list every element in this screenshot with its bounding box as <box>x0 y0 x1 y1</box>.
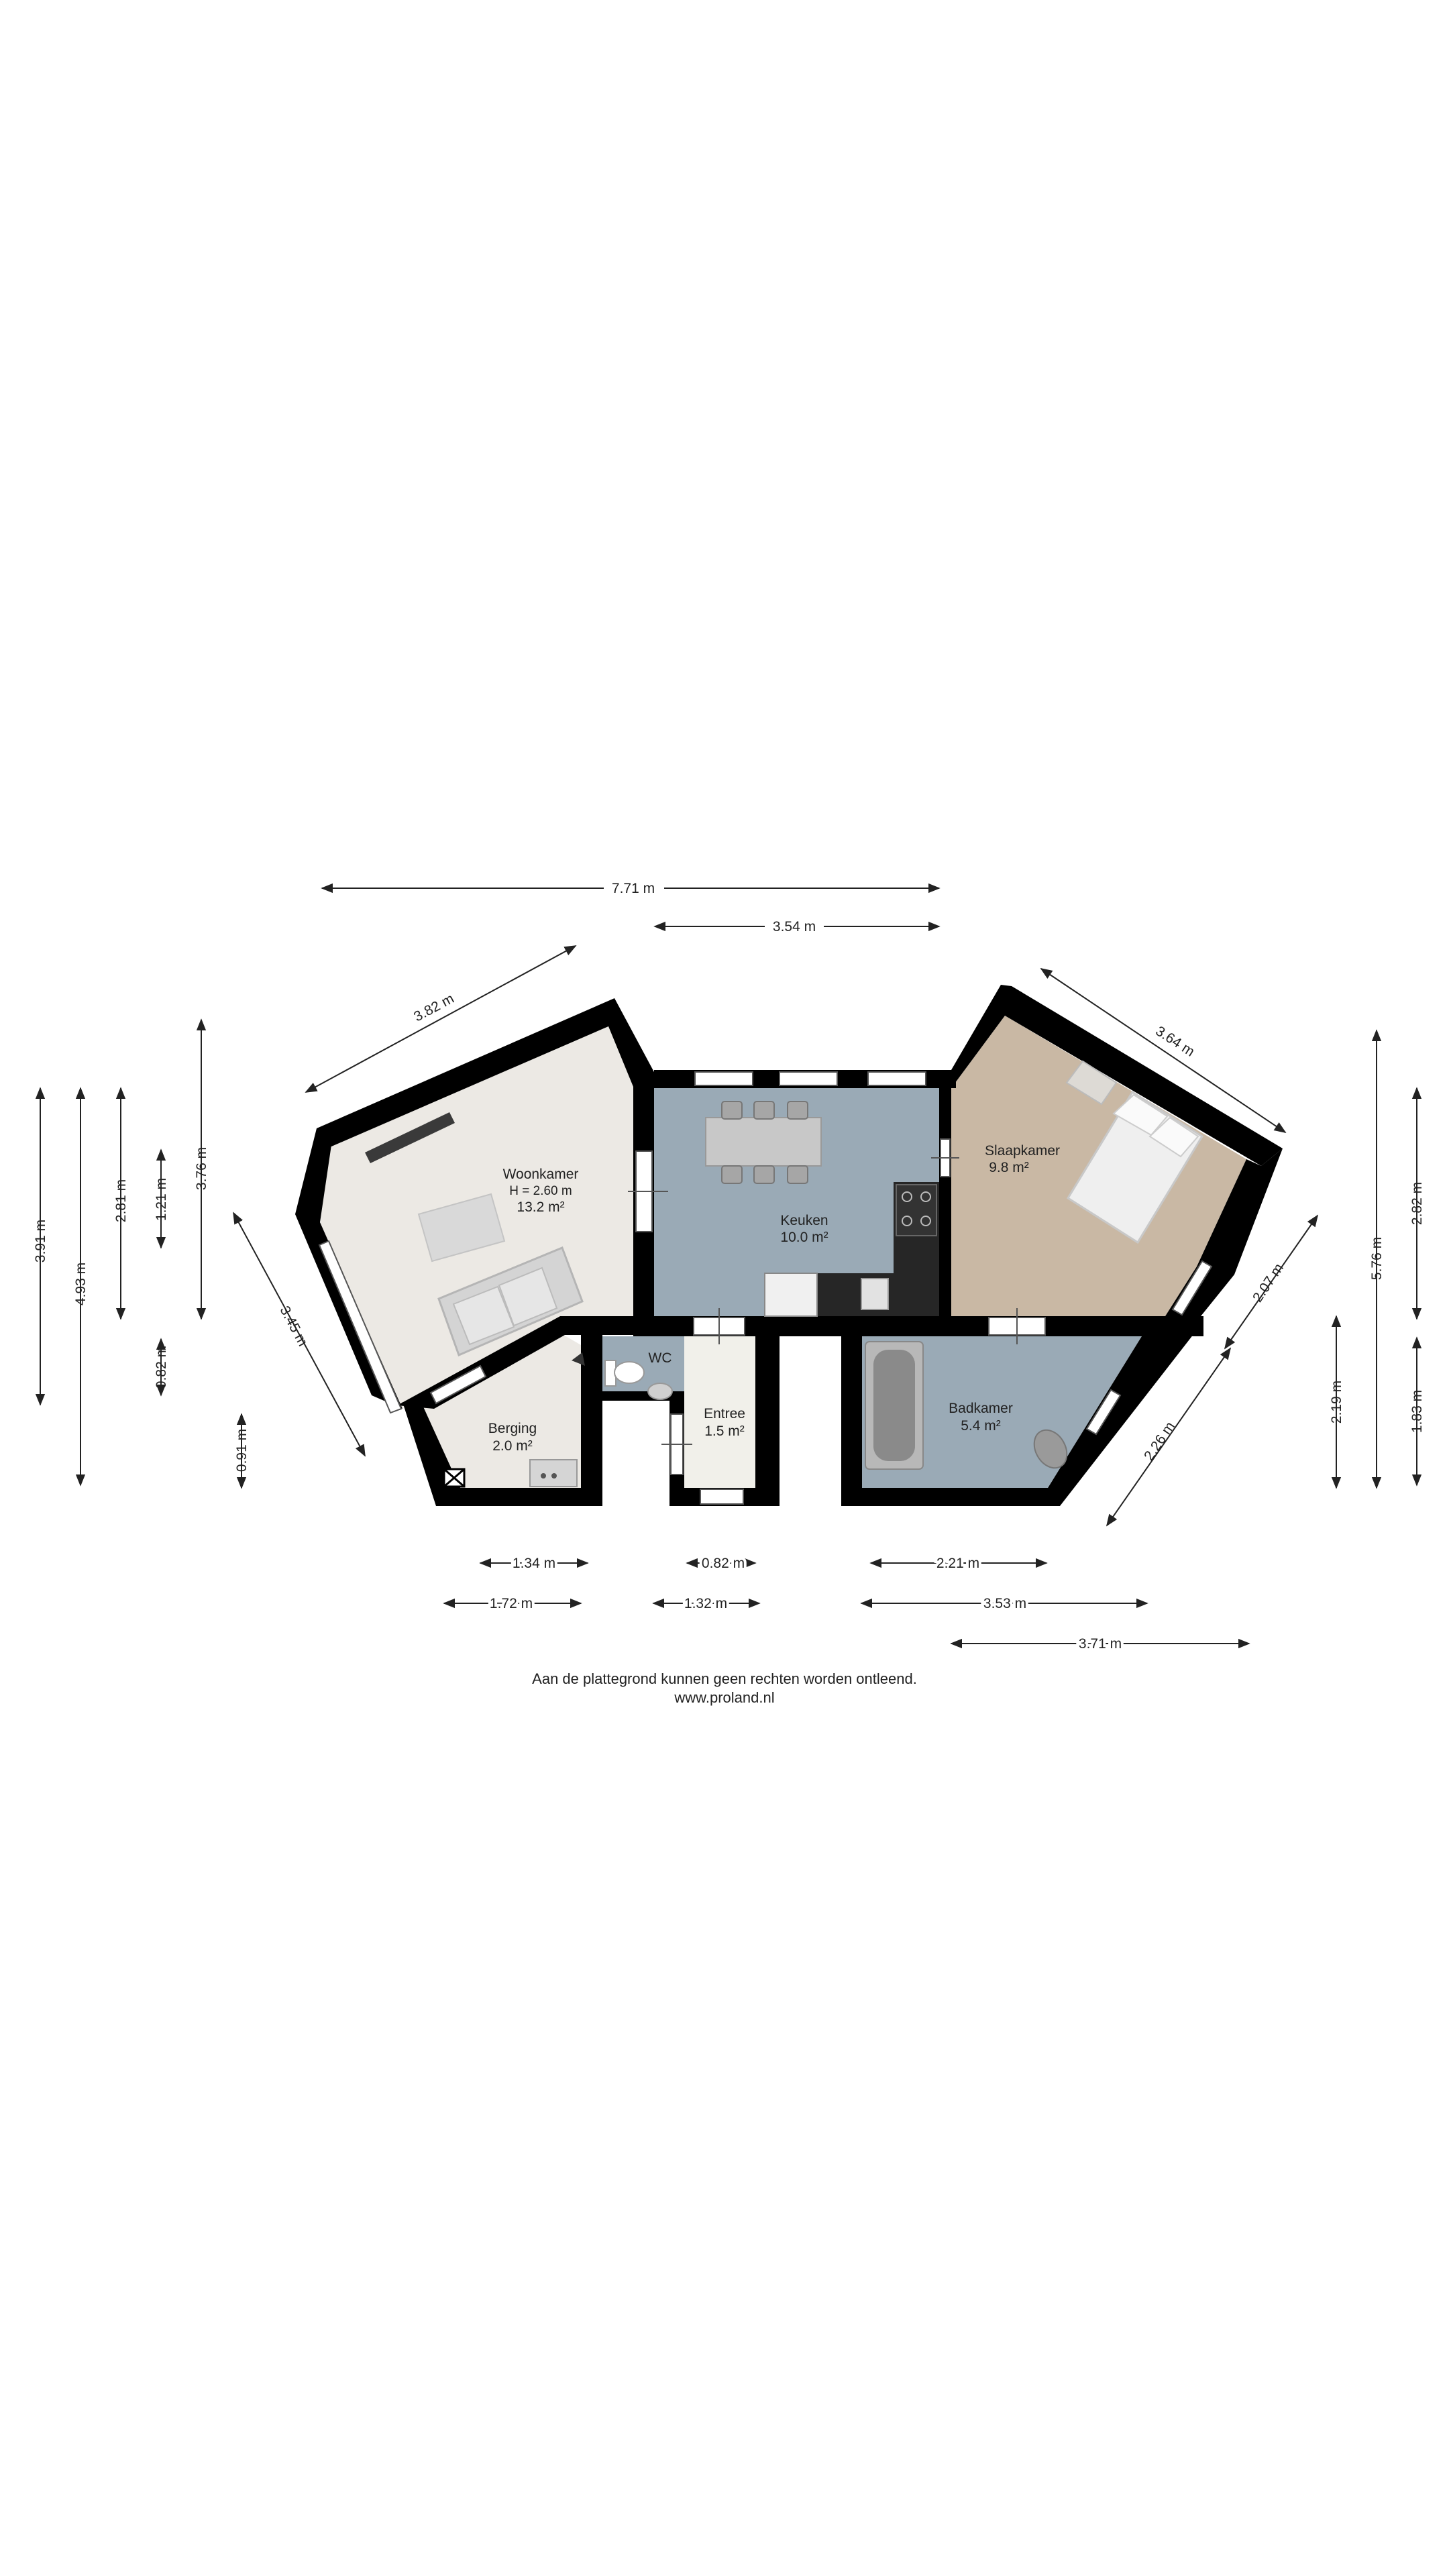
furniture <box>365 1060 1204 1488</box>
woonkamer-name: Woonkamer <box>503 1167 579 1182</box>
bath-sink <box>1033 1429 1068 1469</box>
room-floors <box>320 1016 1246 1488</box>
door-entree-front <box>700 1489 744 1505</box>
dining-table <box>705 1117 822 1167</box>
wc-name: WC <box>649 1350 672 1366</box>
fridge <box>764 1273 818 1317</box>
entree-floor <box>684 1336 755 1488</box>
entree-area: 1.5 m² <box>704 1424 745 1439</box>
fuse-icon <box>572 1352 585 1366</box>
dim-diag-left: 3.45 m <box>277 1303 311 1348</box>
badkamer-floor <box>862 1336 1142 1488</box>
dining-chairs <box>721 1101 808 1184</box>
berging-floor <box>423 1333 581 1488</box>
wall-bath-left <box>841 1316 862 1506</box>
entree-name: Entree <box>704 1406 745 1421</box>
dim-bottom-1-34: 1.34 m <box>513 1556 555 1571</box>
dim-top-total: 7.71 m <box>612 881 655 896</box>
dim-line-diag-living <box>305 945 577 1093</box>
window-berging <box>429 1364 487 1405</box>
dim-right-2-82: 2.82 m <box>1409 1182 1425 1225</box>
dim-right-2-19: 2.19 m <box>1329 1381 1344 1424</box>
dim-diag-right-lower: 2.26 m <box>1141 1419 1178 1463</box>
dim-left-2-81: 2.81 m <box>113 1179 129 1222</box>
sofa <box>437 1246 584 1357</box>
dim-line-diag-right-lower <box>1106 1347 1232 1527</box>
window-bedroom-right <box>1171 1260 1213 1316</box>
kitchen-sink <box>861 1278 889 1310</box>
keuken-name: Keuken <box>780 1213 828 1228</box>
berging-name: Berging <box>488 1421 537 1436</box>
badkamer-name: Badkamer <box>949 1401 1013 1416</box>
dim-bottom-1-72: 1.72 m <box>490 1596 533 1611</box>
door-swing-lines <box>628 1157 1018 1445</box>
berging-area: 2.0 m² <box>492 1438 533 1454</box>
dim-left-0-91: 0.91 m <box>234 1429 250 1472</box>
toilet <box>604 1360 645 1387</box>
berging-appliance <box>529 1459 578 1487</box>
stove <box>896 1184 937 1236</box>
dim-bottom-3-53: 3.53 m <box>983 1596 1026 1611</box>
dim-bottom-3-71: 3.71 m <box>1079 1636 1122 1652</box>
dim-right-1-83: 1.83 m <box>1409 1390 1425 1433</box>
wall-living-left <box>295 1128 402 1409</box>
window-kitchen-2 <box>779 1071 838 1086</box>
room-labels: Woonkamer H = 2.60 m 13.2 m² Keuken 10.0… <box>488 1143 1060 1454</box>
dim-line-diag-right-upper <box>1224 1214 1319 1350</box>
wall-berging-bottom <box>436 1488 602 1506</box>
bathtub <box>865 1341 924 1470</box>
meter-box <box>443 1468 466 1488</box>
dim-line-diag-bedroom <box>1040 967 1287 1134</box>
slaapkamer-area: 9.8 m² <box>989 1160 1029 1175</box>
window-kitchen-3 <box>867 1071 926 1086</box>
footer-website[interactable]: www.proland.nl <box>674 1689 775 1706</box>
woonkamer-area: 13.2 m² <box>517 1199 564 1215</box>
badkamer-area: 5.4 m² <box>961 1418 1001 1434</box>
wall-berging-right <box>581 1316 602 1506</box>
dim-left-1-21: 1.21 m <box>154 1178 169 1221</box>
dim-left-4-93: 4.93 m <box>73 1263 89 1305</box>
dimension-lines <box>35 883 1422 1649</box>
rug <box>417 1193 506 1263</box>
dim-top-kitchen: 3.54 m <box>773 919 816 934</box>
slaapkamer-name: Slaapkamer <box>985 1143 1060 1159</box>
dim-diag-right-upper: 2.07 m <box>1250 1260 1287 1305</box>
dim-left-3-91: 3.91 m <box>33 1220 48 1263</box>
dim-left-0-82: 0.82 m <box>154 1346 169 1389</box>
dim-left-3-76: 3.76 m <box>194 1147 209 1190</box>
dim-bottom-1-32: 1.32 m <box>684 1596 727 1611</box>
wc-sink <box>647 1383 673 1400</box>
woonkamer-height: H = 2.60 m <box>509 1184 572 1198</box>
dim-line-diag-left <box>233 1212 366 1457</box>
window-kitchen-1 <box>694 1071 753 1086</box>
keuken-area: 10.0 m² <box>780 1230 828 1245</box>
dim-diag-living: 3.82 m <box>411 991 456 1024</box>
wall-kitchen-right <box>939 1070 951 1335</box>
wall-bath-bottom <box>841 1488 1056 1506</box>
dim-diag-bedroom: 3.64 m <box>1152 1023 1197 1059</box>
dim-right-5-76: 5.76 m <box>1369 1237 1385 1280</box>
dim-bottom-2-21: 2.21 m <box>936 1556 979 1571</box>
footer-disclaimer: Aan de plattegrond kunnen geen rechten w… <box>532 1670 917 1687</box>
dim-bottom-0-82: 0.82 m <box>702 1556 745 1571</box>
wall-entree-right <box>755 1316 780 1506</box>
tv-unit <box>365 1112 455 1163</box>
